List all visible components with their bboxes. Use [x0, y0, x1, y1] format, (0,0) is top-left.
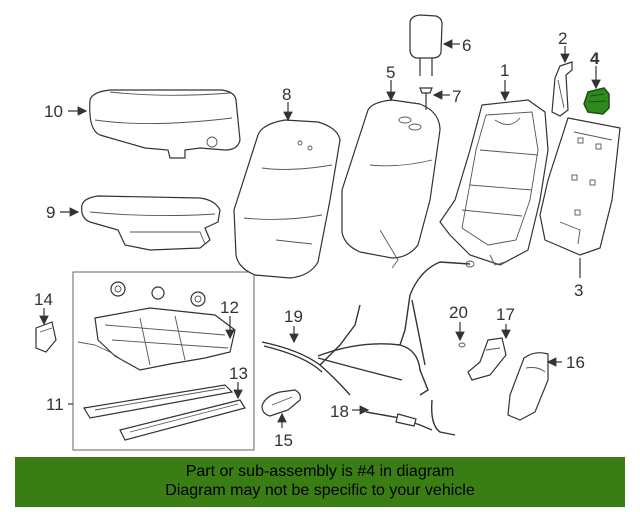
callout-5: 5: [386, 63, 395, 82]
seatback-cover[interactable]: [233, 119, 341, 279]
callout-1: 1: [500, 61, 509, 80]
callout-4: 4: [590, 49, 600, 68]
callout-11: 11: [46, 395, 64, 414]
callout-14: 14: [34, 290, 53, 309]
callout-20: 20: [449, 303, 468, 322]
seatback-frame[interactable]: [439, 99, 549, 266]
cover-part-14[interactable]: [35, 321, 57, 353]
callout-12: 12: [220, 298, 239, 317]
seat-cushion-frame[interactable]: [77, 281, 236, 371]
callout-10: 10: [44, 102, 63, 121]
seat-cushion-cover[interactable]: [81, 195, 221, 251]
release-cable-19[interactable]: [261, 304, 361, 396]
seatback-board[interactable]: [539, 117, 621, 256]
callout-6: 6: [462, 36, 471, 55]
seat-frame-box: [72, 271, 255, 451]
callout-13: 13: [229, 364, 248, 383]
callout-7: 7: [452, 87, 461, 106]
seat-cushion-pad[interactable]: [89, 89, 241, 159]
info-banner: Part or sub-assembly is #4 in diagram Di…: [15, 457, 625, 507]
callout-8: 8: [282, 85, 291, 104]
leader-lines: [39, 39, 601, 428]
highlighted-part-4[interactable]: [583, 87, 610, 115]
cable-assembly[interactable]: [317, 260, 475, 396]
cable-part-18[interactable]: [365, 399, 456, 436]
callout-15: 15: [274, 431, 293, 450]
headrest[interactable]: [409, 14, 443, 76]
callout-2: 2: [558, 29, 567, 48]
seatback-pad[interactable]: [341, 99, 441, 269]
callout-17: 17: [496, 305, 515, 324]
callout-18: 18: [330, 402, 349, 421]
seat-adjuster-track-inner[interactable]: [119, 399, 246, 441]
headrest-guide[interactable]: [419, 87, 433, 110]
bracket-part-2[interactable]: [551, 61, 573, 117]
callout-9: 9: [46, 203, 55, 222]
callout-16: 16: [566, 353, 585, 372]
banner-line-1: Part or sub-assembly is #4 in diagram: [185, 463, 455, 480]
cover-part-17[interactable]: [467, 337, 507, 381]
banner-line-2: Diagram may not be specific to your vehi…: [165, 482, 475, 499]
cover-part-16[interactable]: [507, 352, 549, 421]
seat-adjuster-track[interactable]: [83, 384, 234, 419]
handle-part-15[interactable]: [261, 389, 302, 417]
callout-19: 19: [284, 307, 303, 326]
callout-3: 3: [574, 281, 583, 300]
